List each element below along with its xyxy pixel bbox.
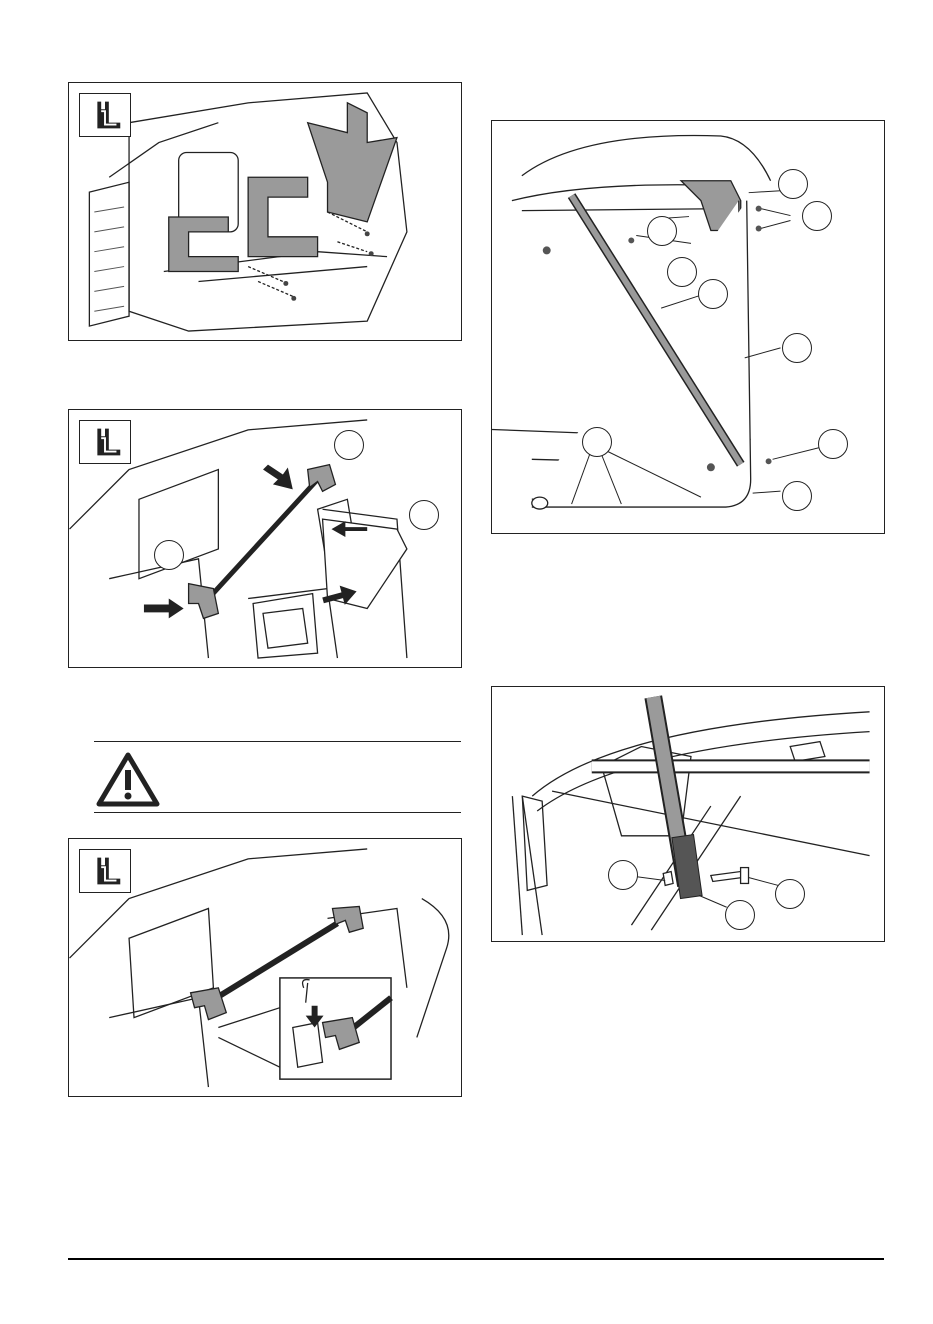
callout-circle [334, 430, 364, 460]
wrench-tool-icon [79, 420, 131, 464]
footer-rule [68, 1258, 884, 1260]
figure-lift-arm-bolt [491, 686, 885, 942]
warning-notice [94, 741, 461, 813]
callout-circle [725, 900, 755, 930]
figure-5-illustration [492, 687, 884, 941]
callout-circle [782, 481, 812, 511]
callout-circle [818, 429, 848, 459]
callout-circle [802, 201, 832, 231]
callout-circle [775, 879, 805, 909]
figure-wrench-pin-detail [68, 838, 462, 1097]
figure-wrench-alignment [68, 409, 462, 668]
callout-circle [698, 279, 728, 309]
callout-circle [608, 860, 638, 890]
callout-circle [409, 500, 439, 530]
figure-bracket-mounting [68, 82, 462, 341]
callout-circle [582, 427, 612, 457]
figure-4-illustration [492, 121, 884, 533]
warning-triangle-icon [96, 752, 160, 808]
callout-circle [667, 257, 697, 287]
callout-circle [647, 216, 677, 246]
callout-circle [782, 333, 812, 363]
callout-circle [778, 169, 808, 199]
callout-circle [154, 540, 184, 570]
wrench-tool-icon [79, 93, 131, 137]
figure-frame-assembly [491, 120, 885, 534]
wrench-tool-icon [79, 849, 131, 893]
